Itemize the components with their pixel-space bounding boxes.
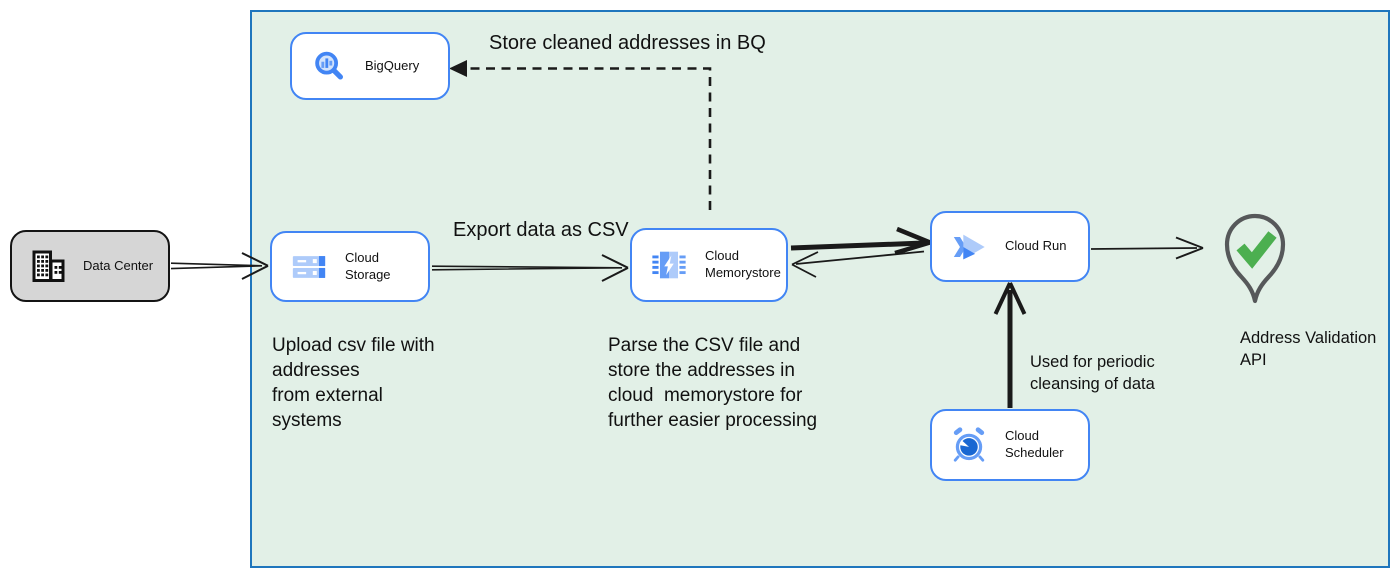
cloud-memorystore-icon bbox=[652, 251, 686, 279]
cloud-run-icon bbox=[953, 234, 985, 259]
cloud-scheduler-icon bbox=[953, 427, 985, 462]
node-label-cloud-memorystore: Cloud Memorystore bbox=[705, 248, 781, 280]
annotation-upload-csv: Upload csv file with addresses from exte… bbox=[272, 335, 435, 431]
data-center-icon bbox=[32, 250, 65, 282]
node-label-cloud-run: Cloud Run bbox=[1005, 238, 1067, 254]
annotation-store-bq: Store cleaned addresses in BQ bbox=[489, 32, 766, 54]
annotation-export-csv: Export data as CSV bbox=[453, 219, 629, 241]
node-label-cloud-scheduler: Cloud Scheduler bbox=[1005, 428, 1064, 460]
node-label-cloud-storage: Cloud Storage bbox=[345, 249, 391, 282]
node-cloud-storage[interactable]: Cloud Storage bbox=[270, 231, 430, 302]
bigquery-icon bbox=[315, 51, 344, 80]
cloud-boundary-container bbox=[250, 10, 1390, 568]
node-label-bigquery: BigQuery bbox=[365, 57, 420, 73]
node-data-center[interactable]: Data Center bbox=[10, 230, 170, 302]
cloud-storage-icon bbox=[292, 255, 326, 278]
location-pin-check-icon bbox=[1224, 213, 1286, 304]
annotation-address-validation-api: Address Validation API bbox=[1240, 329, 1377, 369]
node-cloud-run[interactable]: Cloud Run bbox=[930, 211, 1090, 282]
node-cloud-scheduler[interactable]: Cloud Scheduler bbox=[930, 409, 1090, 481]
annotation-periodic-cleansing: Used for periodic cleansing of data bbox=[1030, 353, 1155, 393]
node-label-data-center: Data Center bbox=[83, 257, 154, 273]
node-bigquery[interactable]: BigQuery bbox=[290, 32, 450, 100]
address-validation-marker[interactable] bbox=[1222, 211, 1288, 306]
node-cloud-memorystore[interactable]: Cloud Memorystore bbox=[630, 228, 788, 302]
checkmark-icon bbox=[1236, 231, 1277, 269]
annotation-parse-csv: Parse the CSV file and store the address… bbox=[608, 335, 818, 431]
